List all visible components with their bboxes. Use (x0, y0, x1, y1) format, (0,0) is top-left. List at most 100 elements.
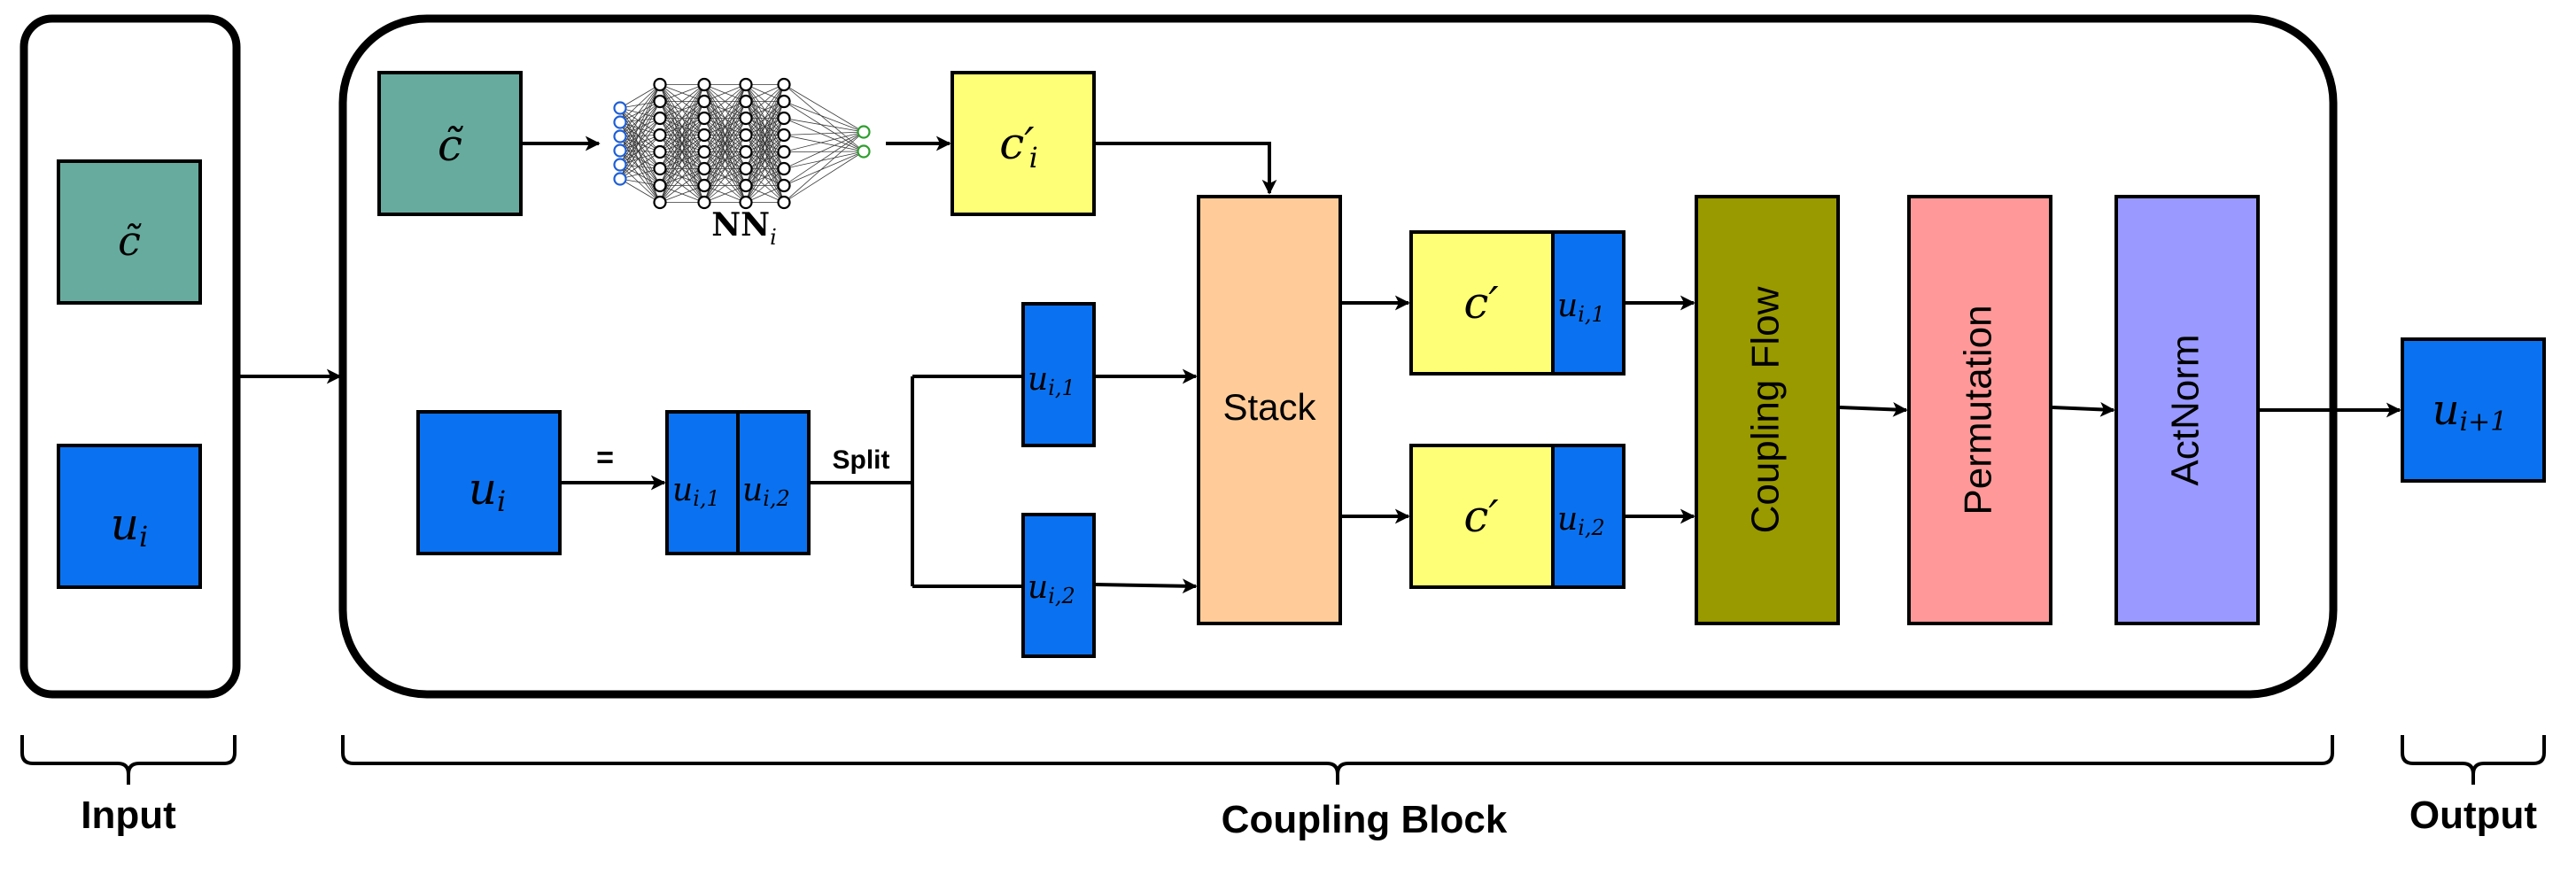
stack-box: Stack (1197, 195, 1342, 625)
nn-edge (703, 168, 747, 203)
branch-u-i2-sub: i,2 (1048, 584, 1075, 608)
nn-edge (783, 131, 865, 152)
nn-edge (619, 84, 661, 180)
block-c-tilde-rect (377, 71, 523, 216)
nn-edge (619, 121, 661, 152)
actnorm-label: ActNorm (2164, 334, 2207, 485)
split-pair-u-i1-label: ui,1 (672, 472, 720, 511)
nn-edge (619, 107, 661, 169)
nn-edge (783, 118, 865, 133)
nn-label-base: NN (711, 206, 770, 244)
nn-edge (703, 84, 747, 203)
nn-edge (745, 135, 785, 203)
nn-edge (619, 178, 661, 203)
output-base: u (2432, 385, 2460, 435)
neural-network-icon (613, 77, 871, 210)
nn-edge (783, 131, 865, 136)
nn-edge (703, 84, 747, 186)
input-u-i-box: ui (57, 444, 202, 589)
nn-node (777, 94, 791, 109)
nn-edge (745, 185, 785, 203)
nn-node (777, 144, 791, 159)
nn-edge (619, 118, 661, 137)
split-u-i2-base: u (742, 472, 763, 508)
nn-edge (619, 107, 661, 119)
nn-node (739, 144, 753, 159)
nn-node (777, 195, 791, 210)
nn-edge (619, 135, 661, 180)
block-u-i-box: ui (416, 410, 562, 555)
arrow-ci-prime-to-stack (1096, 142, 1277, 195)
pair-u-i2-sub: i,2 (1578, 515, 1605, 540)
nn-node (697, 178, 711, 193)
c-prime-top-label: c′ (1463, 277, 1499, 329)
nn-edge (703, 84, 747, 169)
branch-u-i2-base: u (1028, 569, 1048, 606)
nn-label: NNi (711, 206, 777, 250)
block-u-i-label: ui (469, 463, 506, 518)
nn-edge (703, 84, 747, 152)
block-c-tilde-box: c̃ (377, 71, 523, 216)
coupling-flow-box: Coupling Flow (1695, 195, 1840, 625)
nn-edge (619, 107, 661, 186)
brace-input (20, 735, 237, 785)
nn-nodes (613, 77, 871, 210)
split-pair-left-rect (665, 410, 740, 555)
nn-node (613, 143, 627, 158)
nn-edge (619, 168, 661, 180)
top-pair-box: c′ ui,1 (1409, 230, 1626, 376)
actnorm-box: ActNorm (2114, 195, 2260, 625)
nn-node (777, 111, 791, 126)
nn-edge (619, 118, 661, 180)
nn-node (697, 111, 711, 126)
nn-node (613, 115, 627, 129)
brace-coupling-block (341, 735, 2334, 785)
ci-prime-label: c′i (999, 118, 1038, 174)
nn-edge (619, 107, 661, 203)
input-u-i-label: ui (111, 499, 148, 554)
nn-node (613, 101, 627, 115)
nn-edge (745, 84, 785, 136)
nn-node (777, 178, 791, 193)
nn-edge (619, 101, 661, 109)
split-u-i1-sub: i,1 (693, 486, 720, 511)
nn-edge (619, 84, 661, 151)
nn-edge (619, 107, 661, 136)
nn-edge (619, 84, 661, 137)
nn-node (777, 161, 791, 176)
nn-node (697, 161, 711, 176)
coupling-block-frame (338, 14, 2338, 699)
nn-edge (619, 150, 661, 203)
nn-edge (619, 135, 661, 166)
nn-edge (659, 84, 705, 136)
nn-edge (619, 118, 661, 151)
nn-edge (745, 84, 785, 152)
nn-edge (659, 101, 705, 203)
pair-u-i1-sub: i,1 (1578, 302, 1605, 327)
nn-edge (659, 185, 705, 203)
nn-edge (783, 101, 865, 133)
nn-edge (745, 84, 785, 169)
output-sub: i+1 (2460, 407, 2508, 438)
nn-edge (619, 101, 661, 166)
nn-node (739, 178, 753, 193)
nn-node (739, 128, 753, 143)
nn-edge (619, 84, 661, 123)
split-u-i2-sub: i,2 (763, 486, 790, 511)
nn-node (653, 195, 667, 210)
brace-output (2401, 735, 2546, 785)
nn-edge (619, 150, 661, 186)
coupling-flow-label: Coupling Flow (1744, 286, 1788, 533)
stack-rect (1197, 195, 1342, 625)
nn-node (653, 161, 667, 176)
nn-edge (659, 84, 705, 102)
nn-edge (659, 151, 705, 203)
nn-node (653, 178, 667, 193)
block-u-i-sub: i (497, 484, 506, 518)
nn-node (697, 144, 711, 159)
split-label: Split (833, 445, 890, 475)
nn-edge (703, 151, 747, 203)
nn-node (653, 144, 667, 159)
stack-label: Stack (1222, 386, 1316, 428)
block-u-i-base: u (469, 463, 497, 515)
